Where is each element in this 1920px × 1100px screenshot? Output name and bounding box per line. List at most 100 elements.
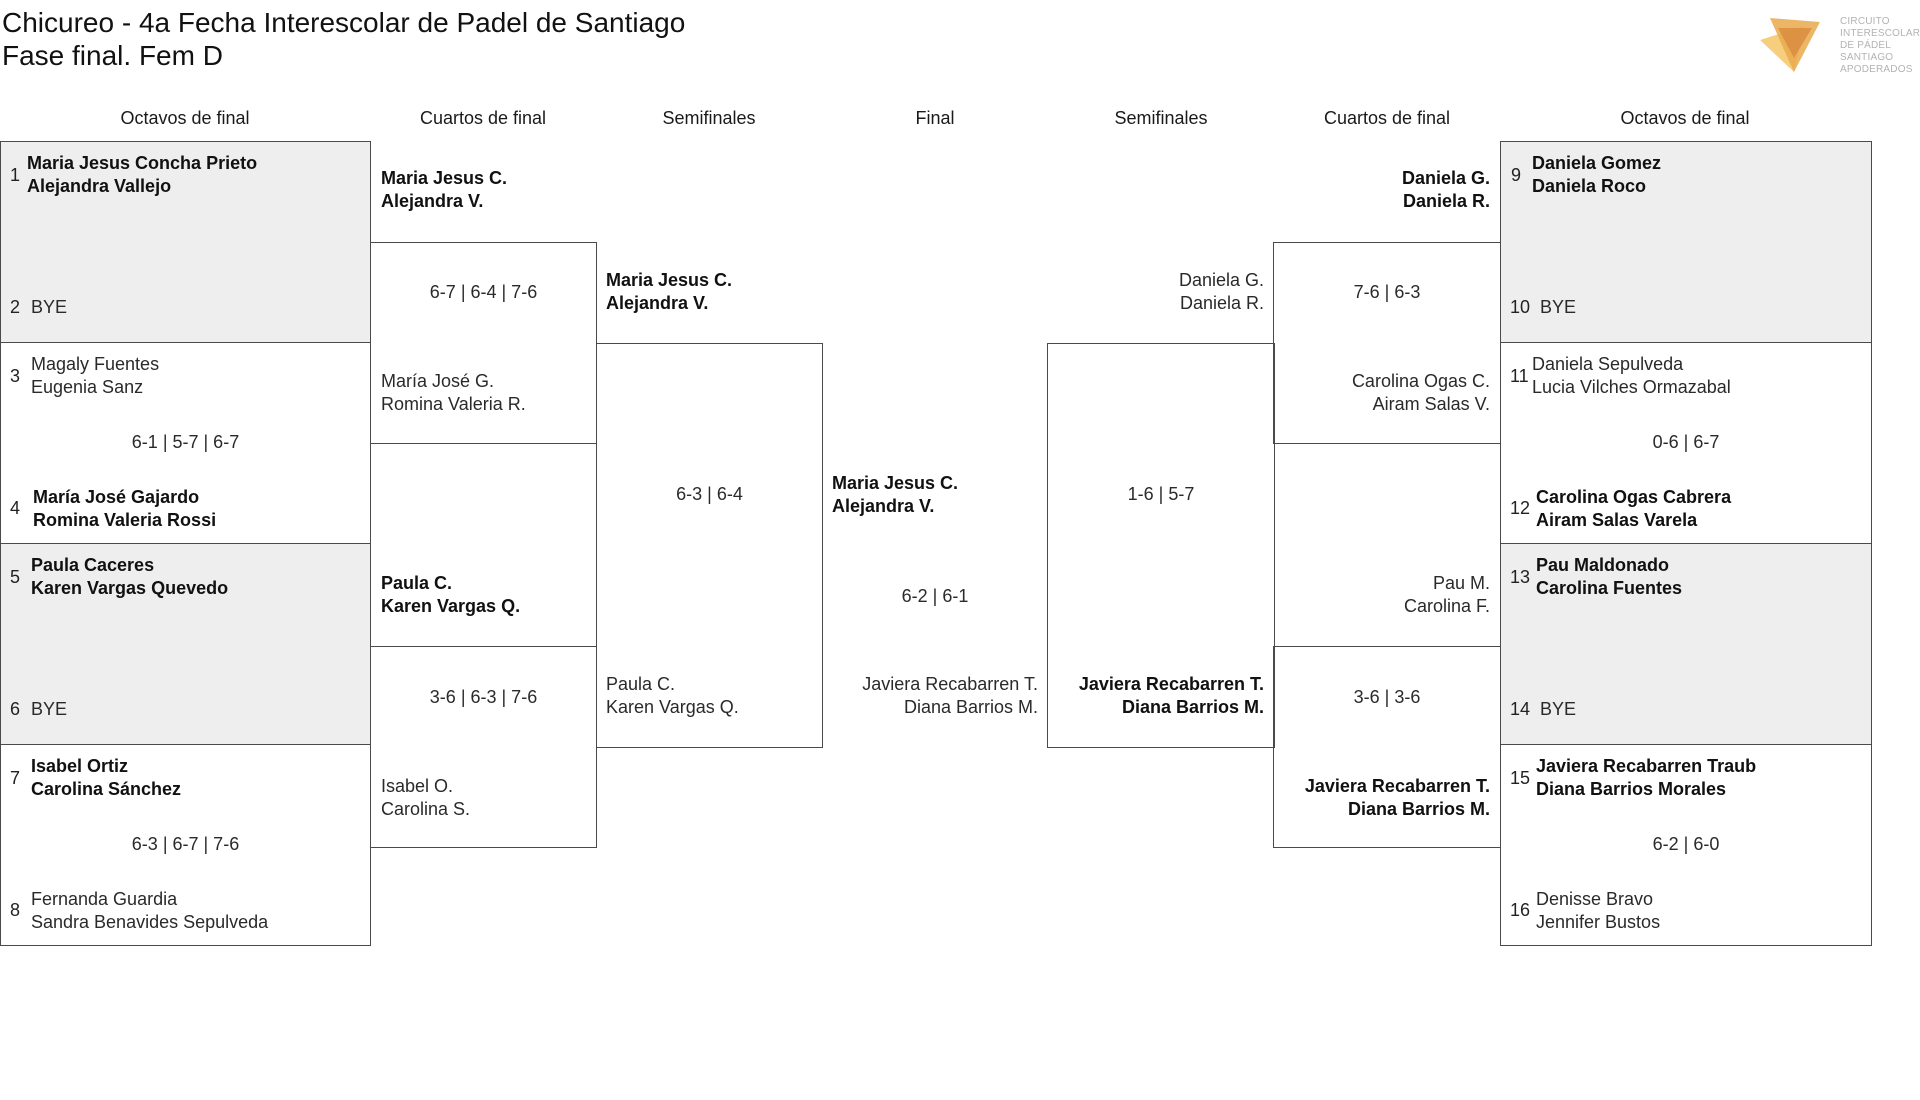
seed-number: 13	[1510, 567, 1531, 587]
team-name: Diana Barrios M.	[1121, 697, 1264, 717]
team-name: Carolina Ogas C.	[1351, 371, 1490, 391]
title-line-2: Fase final. Fem D	[2, 40, 223, 71]
match-score: 1-6 | 5-7	[1127, 484, 1195, 504]
team-name: Javiera Recabarren T.	[862, 674, 1038, 694]
header-right-cuartos: Cuartos de final	[1323, 108, 1451, 128]
player-name: Eugenia Sanz	[31, 377, 144, 397]
team-name: Diana Barrios M.	[903, 697, 1038, 717]
team-name: Paula C.	[381, 573, 453, 593]
team-name: Karen Vargas Q.	[381, 596, 521, 616]
match-score: 3-6 | 3-6	[1353, 687, 1421, 707]
page-title: Chicureo - 4a Fecha Interescolar de Pade…	[2, 6, 685, 72]
team-name: Romina Valeria R.	[381, 394, 526, 414]
player-name: Lucia Vilches Ormazabal	[1532, 377, 1731, 397]
player-name: Diana Barrios Morales	[1536, 779, 1727, 799]
match-score: 6-2 | 6-0	[1652, 834, 1720, 854]
team-name: Maria Jesus C.	[832, 473, 959, 493]
team-name: Pau M.	[1432, 573, 1490, 593]
seed-number: 5	[10, 567, 21, 587]
logo-line: APODERADOS	[1840, 64, 1913, 75]
player-name: Alejandra Vallejo	[27, 176, 172, 196]
team-name: Alejandra V.	[381, 191, 484, 211]
logo-line: SANTIAGO	[1840, 52, 1894, 63]
match-score: 0-6 | 6-7	[1652, 432, 1720, 452]
team-name: Javiera Recabarren T.	[1304, 776, 1490, 796]
match-score: 3-6 | 6-3 | 7-6	[429, 687, 538, 707]
team-name: Paula C.	[606, 674, 676, 694]
team-name: Maria Jesus C.	[606, 270, 733, 290]
team-name: María José G.	[381, 371, 495, 391]
team-name: Diana Barrios M.	[1347, 799, 1490, 819]
header-left-semis: Semifinales	[662, 108, 756, 128]
player-name: Javiera Recabarren Traub	[1536, 756, 1757, 776]
sf-left-match	[596, 343, 823, 748]
bye-label: BYE	[1540, 297, 1577, 317]
logo-text: CIRCUITO INTERESCOLAR DE PÁDEL SANTIAGO …	[1840, 16, 1920, 76]
team-name: Alejandra V.	[832, 496, 935, 516]
team-name: Daniela R.	[1179, 293, 1264, 313]
team-name: Carolina S.	[381, 799, 471, 819]
header-final: Final	[915, 108, 955, 128]
match-score: 6-7 | 6-4 | 7-6	[429, 282, 538, 302]
title-line-1: Chicureo - 4a Fecha Interescolar de Pade…	[2, 7, 686, 38]
match-score: 6-1 | 5-7 | 6-7	[131, 432, 240, 452]
r16-left-match-1	[0, 141, 371, 343]
bye-label: BYE	[31, 297, 68, 317]
seed-number: 9	[1511, 165, 1522, 185]
r16-left-match-3	[0, 543, 371, 745]
header-left-cuartos: Cuartos de final	[419, 108, 547, 128]
player-name: Daniela Sepulveda	[1532, 354, 1684, 374]
player-name: Maria Jesus Concha Prieto	[27, 153, 258, 173]
seed-number: 12	[1510, 498, 1531, 518]
r16-right-match-4	[1500, 744, 1872, 946]
circuit-logo-icon	[1760, 18, 1820, 72]
seed-number: 7	[10, 768, 21, 788]
player-name: Carolina Ogas Cabrera	[1536, 487, 1732, 507]
logo-line: CIRCUITO	[1840, 16, 1890, 27]
seed-number: 11	[1510, 366, 1529, 386]
player-name: Carolina Fuentes	[1536, 578, 1683, 598]
team-name: Daniela G.	[1401, 168, 1490, 188]
sf-right-match	[1047, 343, 1275, 748]
player-name: Jennifer Bustos	[1536, 912, 1661, 932]
match-score: 7-6 | 6-3	[1353, 282, 1421, 302]
player-name: Daniela Roco	[1532, 176, 1647, 196]
seed-number: 10	[1510, 297, 1531, 317]
logo-line: INTERESCOLAR	[1840, 28, 1920, 39]
header-left-octavos: Octavos de final	[120, 108, 250, 128]
player-name: Romina Valeria Rossi	[33, 510, 217, 530]
seed-number: 6	[10, 699, 21, 719]
player-name: Denisse Bravo	[1536, 889, 1654, 909]
r16-right-match-3	[1500, 543, 1872, 745]
seed-number: 3	[10, 366, 21, 386]
team-name: Alejandra V.	[606, 293, 709, 313]
team-name: Isabel O.	[381, 776, 454, 796]
player-name: Fernanda Guardia	[31, 889, 178, 909]
seed-number: 4	[10, 498, 21, 518]
player-name: Paula Caceres	[31, 555, 155, 575]
player-name: María José Gajardo	[33, 487, 200, 507]
match-score: 6-3 | 6-7 | 7-6	[131, 834, 240, 854]
team-name: Carolina F.	[1403, 596, 1490, 616]
seed-number: 14	[1510, 699, 1531, 719]
player-name: Isabel Ortiz	[31, 756, 129, 776]
seed-number: 16	[1510, 900, 1531, 920]
player-name: Magaly Fuentes	[31, 354, 160, 374]
team-name: Javiera Recabarren T.	[1078, 674, 1264, 694]
header-right-octavos: Octavos de final	[1620, 108, 1750, 128]
team-name: Airam Salas V.	[1372, 394, 1490, 414]
seed-number: 8	[10, 900, 21, 920]
player-name: Pau Maldonado	[1536, 555, 1670, 575]
player-name: Carolina Sánchez	[31, 779, 182, 799]
bye-label: BYE	[31, 699, 68, 719]
seed-number: 2	[10, 297, 21, 317]
match-score: 6-3 | 6-4	[676, 484, 743, 504]
bye-label: BYE	[1540, 699, 1577, 719]
team-name: Daniela G.	[1178, 270, 1264, 290]
player-name: Daniela Gomez	[1532, 153, 1662, 173]
team-name: Karen Vargas Q.	[606, 697, 739, 717]
header-right-semis: Semifinales	[1114, 108, 1208, 128]
player-name: Sandra Benavides Sepulveda	[31, 912, 269, 932]
player-name: Airam Salas Varela	[1536, 510, 1698, 530]
logo-line: DE PÁDEL	[1840, 40, 1892, 51]
